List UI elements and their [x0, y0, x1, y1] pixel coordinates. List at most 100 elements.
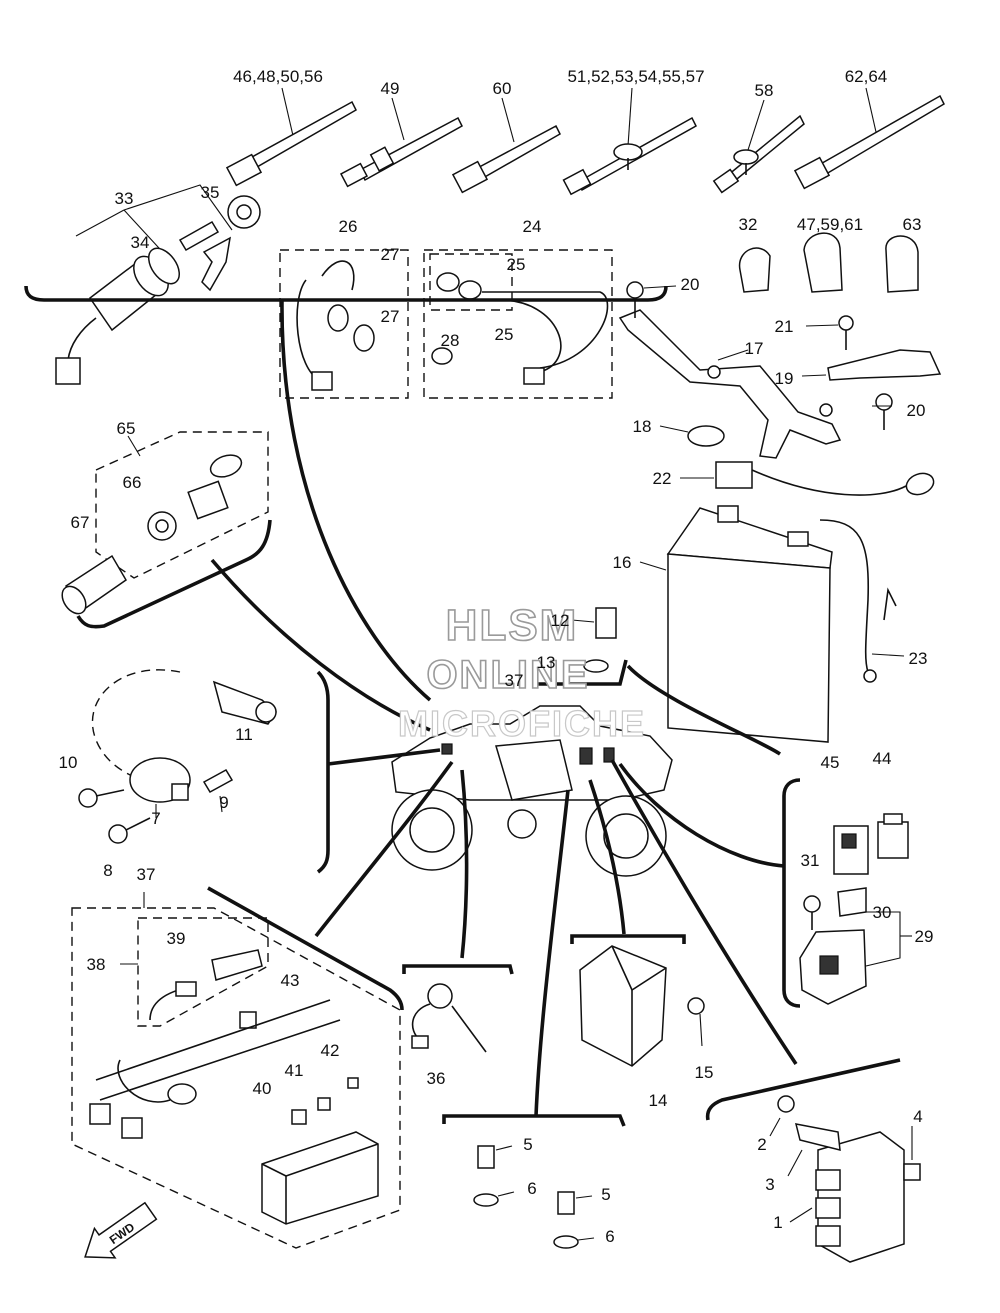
label-6a: 6 [527, 1179, 536, 1198]
group-bracket-top [24, 285, 668, 302]
earth-lead-23 [819, 519, 905, 683]
washer-13 [565, 659, 609, 673]
label-12: 12 [551, 611, 570, 630]
label-17: 17 [745, 339, 764, 358]
dc-socket-65 [95, 431, 269, 579]
cable-tie-49 [339, 97, 463, 188]
atv-vehicle [391, 705, 673, 877]
label-7: 7 [151, 809, 160, 828]
label-45: 45 [821, 753, 840, 772]
label-66: 66 [123, 473, 142, 492]
label-20a: 20 [681, 275, 700, 294]
label-16: 16 [613, 553, 632, 572]
bracket-17 [618, 309, 842, 459]
label-62-64: 62,64 [845, 67, 888, 86]
group-bracket-37 [207, 886, 404, 1011]
cover-19 [801, 349, 942, 381]
label-25b: 25 [495, 325, 514, 344]
bolt-20a [626, 281, 677, 318]
label-37b: 37 [137, 865, 156, 884]
lead-to-14 [588, 779, 626, 935]
lead-to-29 [618, 762, 785, 868]
label-49: 49 [381, 79, 400, 98]
group-bracket-5 [442, 1114, 626, 1127]
label-26: 26 [339, 217, 358, 236]
label-67: 67 [71, 513, 90, 532]
watermark-line1: HLSM [446, 601, 579, 650]
cable-tie-62-64 [793, 87, 945, 190]
group-bracket-36 [402, 964, 514, 975]
label-25a: 25 [507, 255, 526, 274]
label-38: 38 [87, 955, 106, 974]
label-5a: 5 [523, 1135, 532, 1154]
label-23: 23 [909, 649, 928, 668]
label-28: 28 [441, 331, 460, 350]
harness-37 [71, 892, 401, 1249]
stop-switch-36 [411, 983, 487, 1053]
label-63: 63 [903, 215, 922, 234]
battery-16 [639, 505, 833, 743]
label-2: 2 [757, 1135, 766, 1154]
label-14: 14 [649, 1091, 668, 1110]
label-35: 35 [201, 183, 220, 202]
label-27a: 27 [381, 245, 400, 264]
label-4: 4 [913, 1107, 922, 1126]
rectifier-14 [579, 945, 705, 1067]
bolts-5-6 [473, 1145, 595, 1249]
label-51-57: 51,52,53,54,55,57 [567, 67, 704, 86]
label-19: 19 [775, 369, 794, 388]
lead-box-26 [279, 249, 409, 399]
label-21: 21 [775, 317, 794, 336]
cdi-unit-1 [769, 1095, 921, 1263]
label-29: 29 [915, 927, 934, 946]
neutral-switch-12 [571, 607, 617, 639]
ignition-coil [78, 669, 277, 844]
relays-44-45 [833, 813, 909, 875]
cable-tie-60 [451, 97, 561, 194]
lead-to-36 [460, 769, 469, 959]
bolt-20b [872, 393, 893, 430]
label-18: 18 [633, 417, 652, 436]
group-bracket-29 [782, 778, 801, 1008]
label-3: 3 [765, 1175, 774, 1194]
label-24: 24 [523, 217, 542, 236]
label-8: 8 [103, 861, 112, 880]
label-41: 41 [285, 1061, 304, 1080]
battery-lead-22 [680, 461, 935, 496]
label-15: 15 [695, 1063, 714, 1082]
label-46-48-50-56: 46,48,50,56 [233, 67, 323, 86]
label-33: 33 [115, 189, 134, 208]
cable-tie-51-57 [562, 87, 697, 196]
group-bracket-ignition [316, 670, 330, 874]
label-47-59-61: 47,59,61 [797, 215, 863, 234]
lead-to-5 [534, 789, 570, 1117]
lead-to-37 [314, 760, 454, 938]
cable-tie-58 [712, 99, 805, 194]
group-bracket-1 [705, 1058, 901, 1121]
label-39: 39 [167, 929, 186, 948]
label-36: 36 [427, 1069, 446, 1088]
cable-tie-46-48-50-56 [225, 87, 357, 187]
label-10: 10 [59, 753, 78, 772]
lead-box-24 [423, 249, 613, 399]
label-27b: 27 [381, 307, 400, 326]
group-bracket-battery [626, 664, 782, 756]
screw-21 [805, 315, 854, 350]
label-6b: 6 [605, 1227, 614, 1246]
lead-ignition [327, 748, 441, 766]
watermark-line3: MICROFICHE [398, 703, 646, 744]
label-40: 40 [253, 1079, 272, 1098]
label-43: 43 [281, 971, 300, 990]
label-31: 31 [801, 851, 820, 870]
label-32: 32 [739, 215, 758, 234]
fwd-arrow-icon: FWD [84, 1201, 158, 1259]
label-42: 42 [321, 1041, 340, 1060]
damper-18 [659, 425, 725, 447]
label-60: 60 [493, 79, 512, 98]
label-1: 1 [773, 1213, 782, 1232]
label-11: 11 [235, 725, 253, 744]
label-5b: 5 [601, 1185, 610, 1204]
part-labels: 46,48,50,56 49 60 51,52,53,54,55,57 5 8 6… [59, 67, 934, 1246]
label-44: 44 [873, 749, 892, 768]
